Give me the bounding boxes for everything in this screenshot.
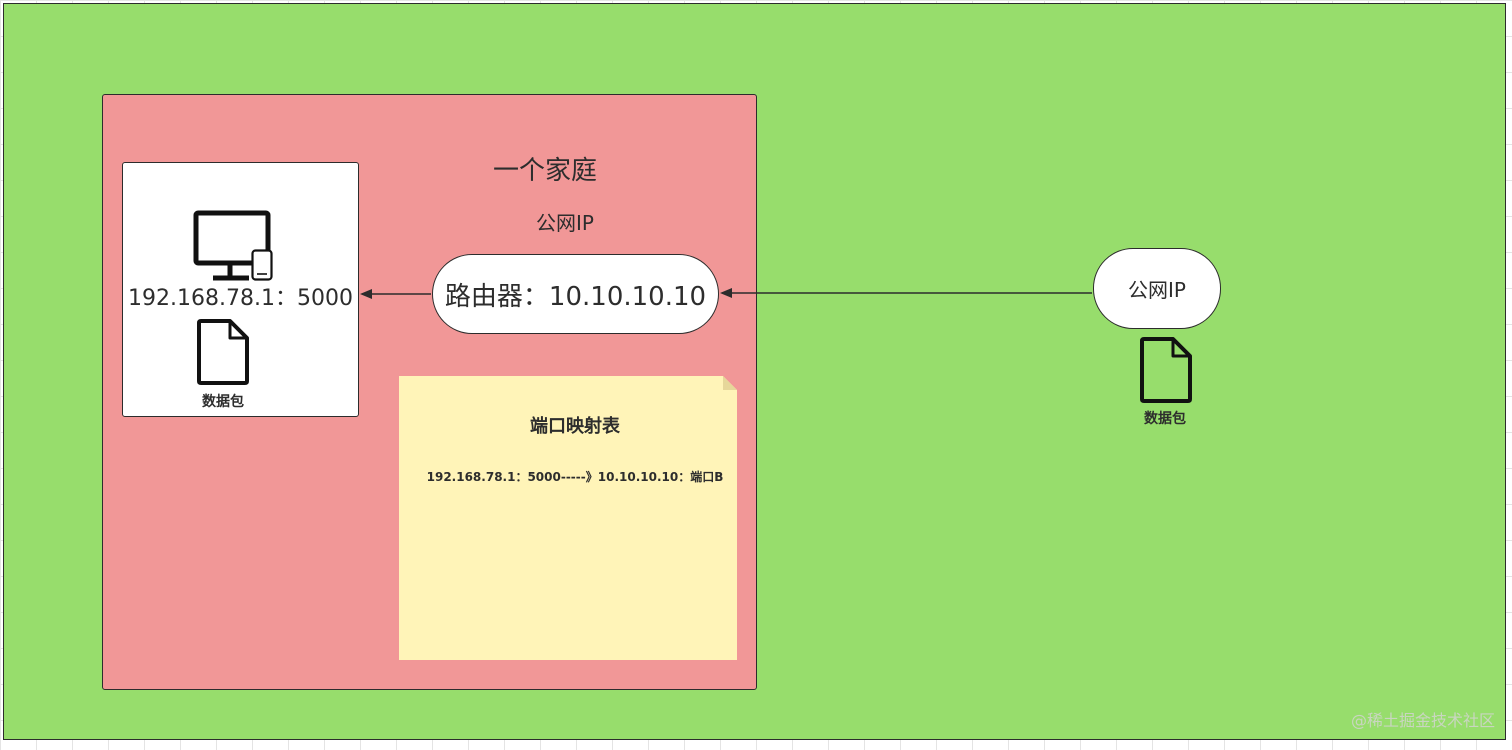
home-public-ip-label: 公网IP bbox=[536, 211, 594, 235]
public-ip-node-label: 公网IP bbox=[1128, 278, 1186, 302]
monitor-icon bbox=[193, 210, 271, 281]
port-mapping-entry: 192.168.78.1：5000-----》10.10.10.10：端口B bbox=[426, 470, 724, 484]
document-icon bbox=[197, 319, 249, 385]
router-node: 路由器：10.10.10.10 bbox=[432, 254, 719, 334]
watermark: @稀土掘金技术社区 bbox=[1350, 711, 1495, 730]
home-network-title: 一个家庭 bbox=[492, 156, 597, 186]
device-address: 192.168.78.1：5000 bbox=[128, 286, 353, 311]
document-icon bbox=[1140, 337, 1192, 403]
packet-label-right: 数据包 bbox=[1144, 411, 1186, 427]
packet-label-left: 数据包 bbox=[202, 394, 244, 410]
port-mapping-note bbox=[399, 376, 737, 660]
public-ip-node: 公网IP bbox=[1093, 248, 1221, 329]
phone-icon bbox=[251, 249, 273, 281]
port-mapping-title: 端口映射表 bbox=[530, 416, 620, 437]
device-box bbox=[122, 162, 359, 417]
router-label: 路由器：10.10.10.10 bbox=[444, 281, 707, 312]
